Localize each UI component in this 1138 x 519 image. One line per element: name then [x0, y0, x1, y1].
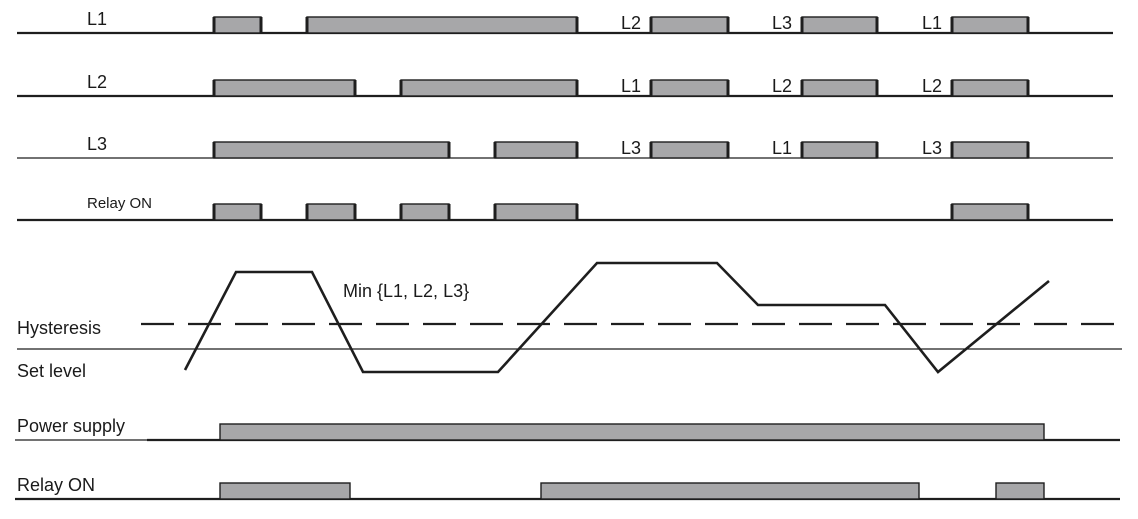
signal-pulse	[400, 79, 578, 97]
hysteresis-label: Hysteresis	[17, 318, 101, 338]
signal-row: L3 L3 L1 L3	[17, 134, 1113, 159]
signal-pulse	[306, 16, 578, 34]
row-label: L1	[87, 9, 107, 29]
set-level-label: Set level	[17, 361, 86, 381]
signal-pulse	[213, 141, 450, 159]
power-supply-on-pulse	[219, 423, 1045, 441]
curve-label: Min {L1, L2, L3}	[343, 281, 469, 301]
row-label: L2	[87, 72, 107, 92]
relay-on-pulse	[219, 482, 351, 500]
signal-pulse	[494, 141, 578, 159]
signal-pulse	[951, 16, 1029, 34]
signal-pulse	[213, 16, 262, 34]
relay-on-label: Relay ON	[17, 475, 95, 495]
signal-pulse	[400, 203, 450, 221]
signal-pulse	[213, 79, 356, 97]
signal-pulse	[494, 203, 578, 221]
phase-label: L2	[772, 76, 792, 96]
row-label: L3	[87, 134, 107, 154]
signal-pulse	[801, 16, 878, 34]
signal-pulse	[951, 79, 1029, 97]
signal-pulse	[801, 141, 878, 159]
signal-pulse	[951, 141, 1029, 159]
signal-pulse	[213, 203, 262, 221]
signal-pulse	[801, 79, 878, 97]
power-supply-label: Power supply	[17, 416, 125, 436]
phase-label: L3	[922, 138, 942, 158]
phase-label: L2	[621, 13, 641, 33]
phase-label: L1	[772, 138, 792, 158]
signal-pulse	[951, 203, 1029, 221]
signal-pulse	[650, 79, 729, 97]
relay-on-pulse	[540, 482, 920, 500]
signal-row: L1 L2 L3 L1	[17, 9, 1113, 35]
signal-pulse	[306, 203, 356, 221]
phase-label: L1	[621, 76, 641, 96]
phase-label: L2	[922, 76, 942, 96]
phase-label: L3	[621, 138, 641, 158]
level-graph: Min {L1, L2, L3} Hysteresis Set level	[17, 261, 1122, 381]
signal-pulse	[650, 141, 729, 159]
min-phase-curve	[183, 261, 1050, 374]
relay-on-pulse	[995, 482, 1045, 500]
phase-label: L3	[772, 13, 792, 33]
signal-pulse	[650, 16, 729, 34]
phase-label: L1	[922, 13, 942, 33]
row-label: Relay ON	[87, 195, 152, 212]
signal-row: L2 L1 L2 L2	[17, 72, 1113, 98]
signal-row: Relay ON	[17, 195, 1113, 222]
